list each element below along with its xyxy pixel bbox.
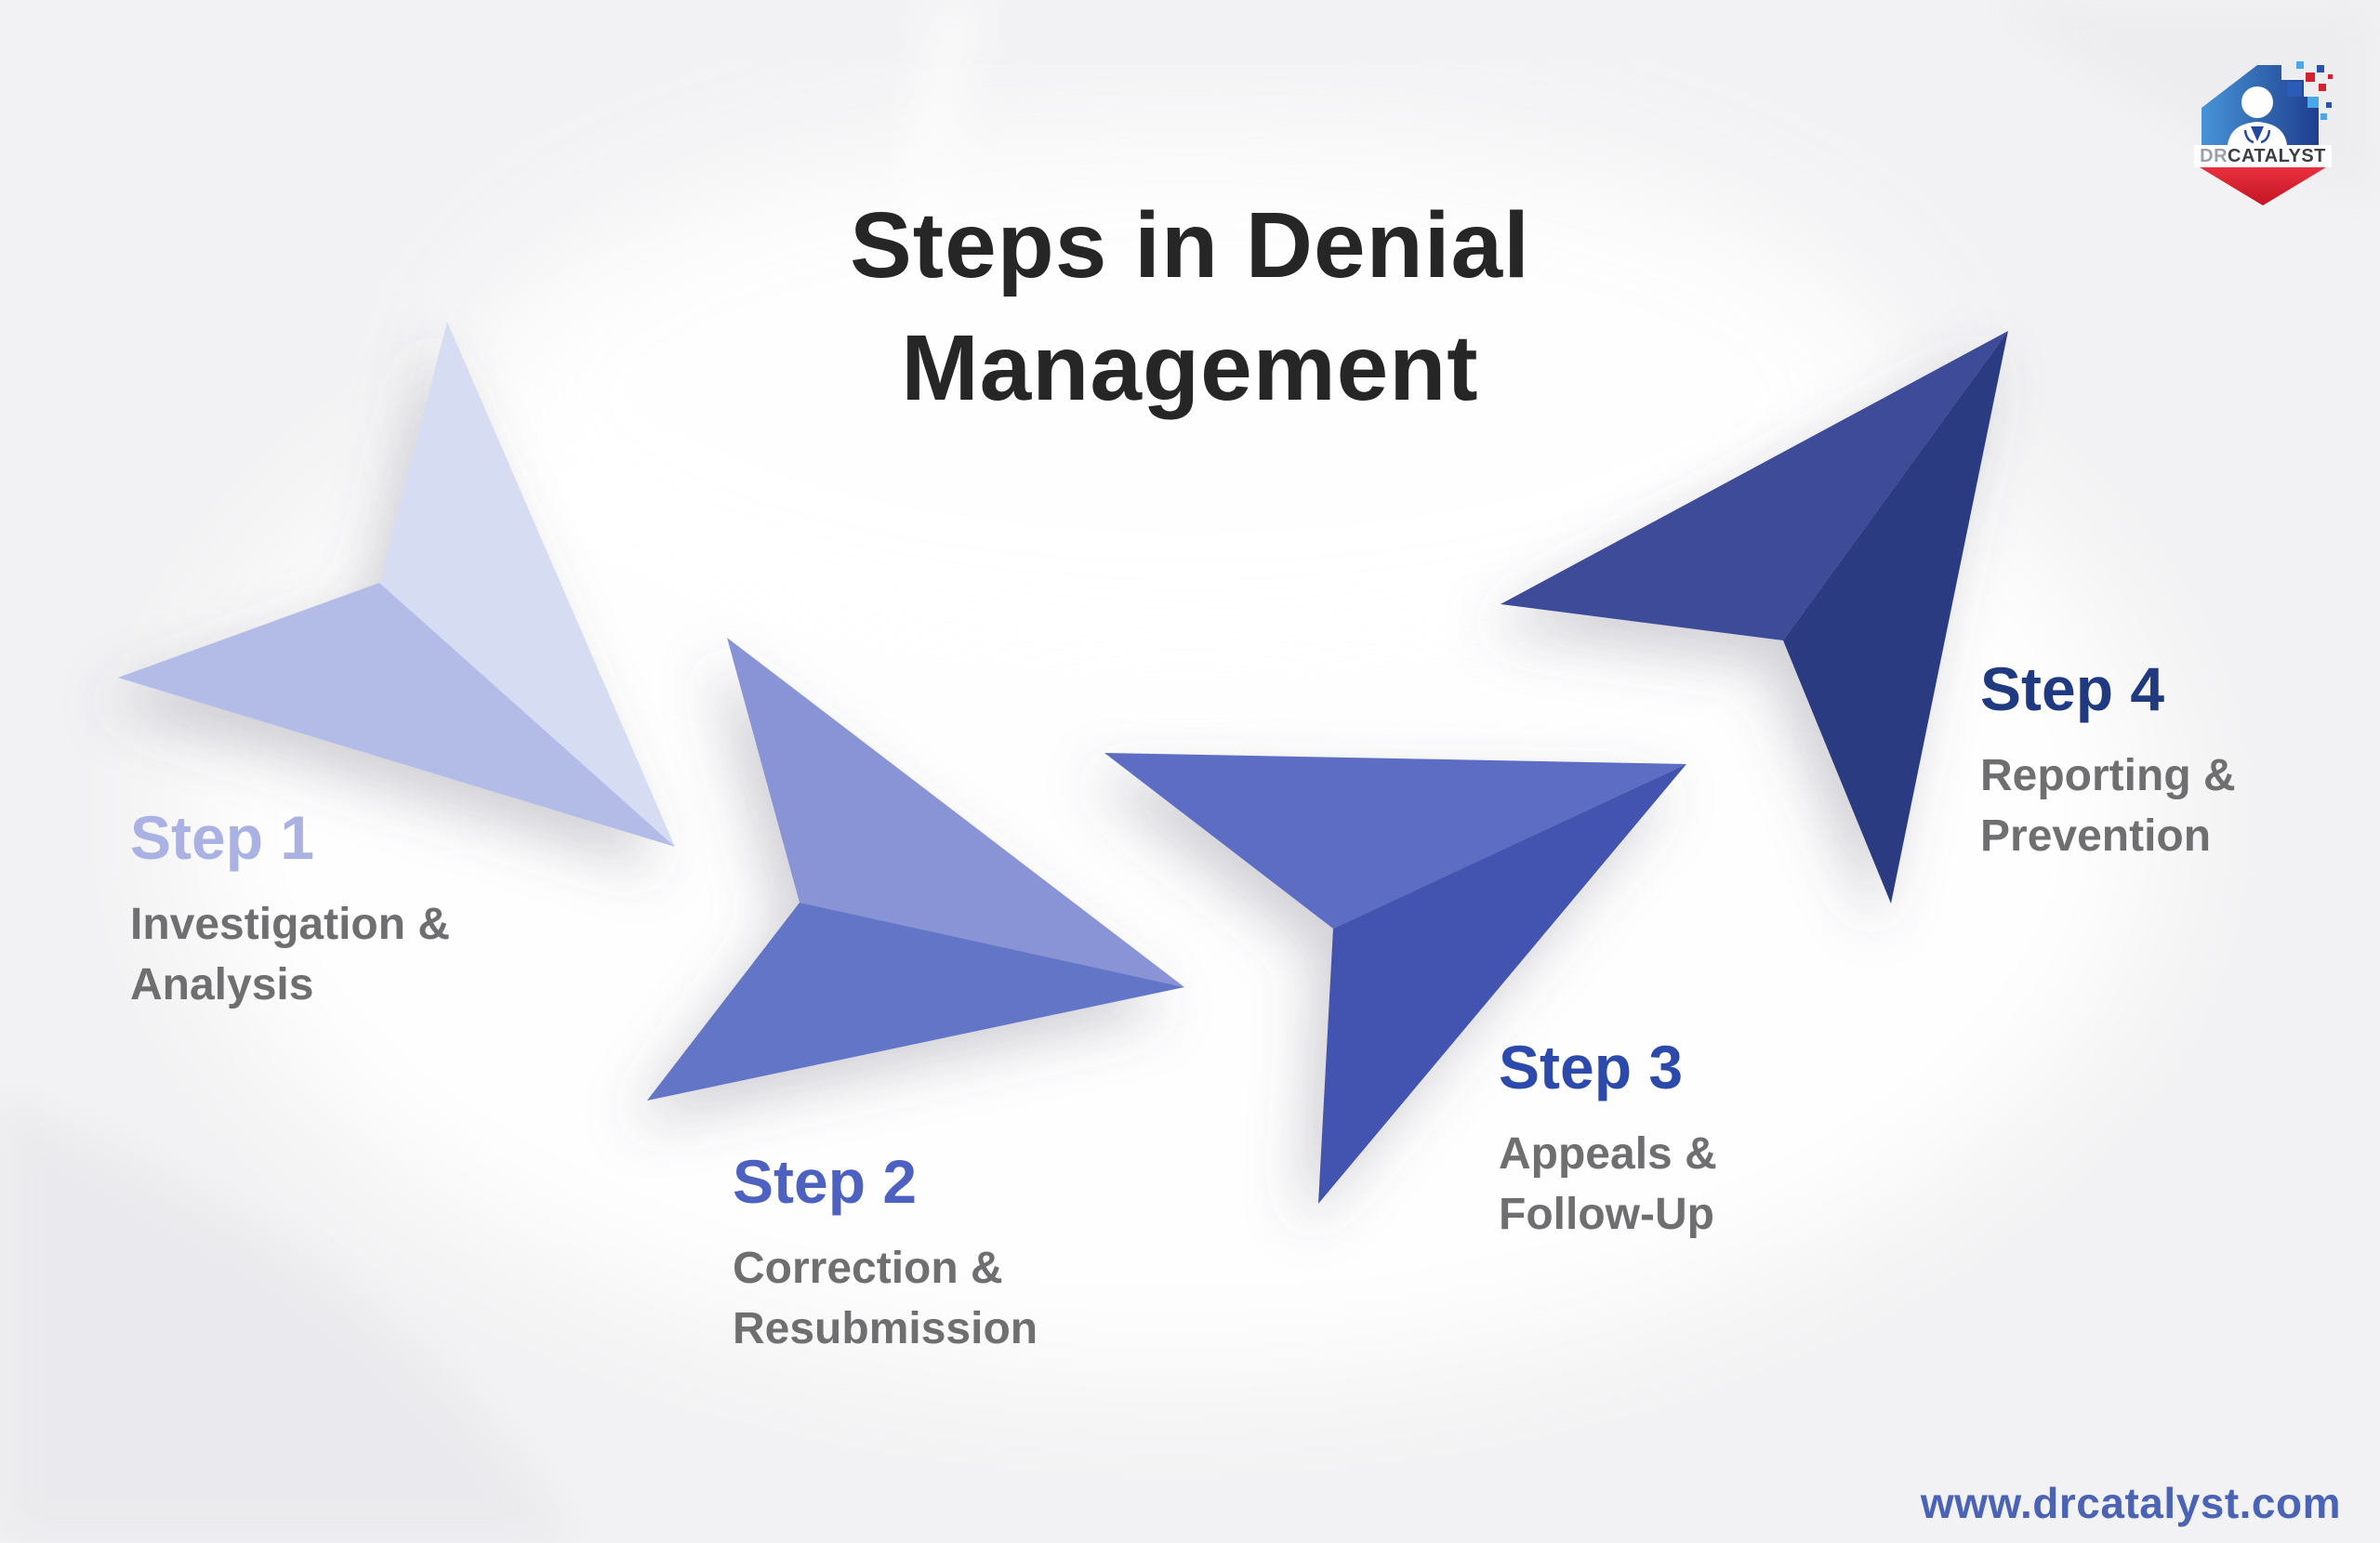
step1-block: Step 1 Investigation & Analysis (130, 807, 450, 1016)
logo-doctor-icon (2228, 86, 2287, 145)
step4-arrow-lower-facet (1783, 331, 2008, 903)
step1-label: Step 1 (130, 803, 315, 872)
step4-description-line1: Reporting & (1980, 751, 2236, 800)
logo-badge: DRCATALYST (2194, 61, 2333, 205)
step2-arrow-lower-facet (647, 903, 1184, 1101)
website-link: www.drcatalyst.com (1920, 1479, 2341, 1527)
step2-description-line2: Resubmission (733, 1304, 1038, 1354)
step4-arrow (1501, 331, 2008, 903)
step4-arrow-upper-facet (1501, 331, 2008, 640)
step1-description: Investigation & Analysis (130, 894, 450, 1016)
step2-description: Correction & Resubmission (733, 1238, 1038, 1360)
step3-arrow-lower-facet (1318, 764, 1686, 1204)
step3-description-line1: Appeals & (1499, 1129, 1717, 1179)
step1-arrow-lower-facet (118, 583, 675, 847)
step3-description-line2: Follow-Up (1499, 1190, 1714, 1240)
page-title-line1: Steps in Denial (850, 193, 1530, 297)
page-title: Steps in Denial Management (0, 184, 2380, 429)
step3-arrow (1104, 753, 1686, 1204)
step1-arrow (118, 322, 675, 847)
step2-label: Step 2 (733, 1147, 918, 1216)
step2-arrow-upper-facet (727, 638, 1184, 987)
step4-description-line2: Prevention (1980, 811, 2212, 862)
step4-description: Reporting & Prevention (1980, 745, 2236, 867)
drcatalyst-logo: DRCATALYST (2194, 61, 2333, 205)
step1-arrow-upper-facet (379, 322, 675, 847)
step2-description-line1: Correction & (733, 1244, 1003, 1293)
step3-description: Appeals & Follow-Up (1499, 1124, 1717, 1246)
step1-description-line1: Investigation & (130, 900, 451, 949)
step3-block: Step 3 Appeals & Follow-Up (1499, 1036, 1717, 1246)
logo-band (2194, 145, 2332, 167)
step4-label: Step 4 (1980, 654, 2165, 723)
logo-red-chevron (2200, 167, 2326, 205)
step3-arrow-upper-facet (1104, 753, 1686, 929)
step1-description-line2: Analysis (130, 960, 314, 1010)
logo-pixel-squares (2287, 61, 2333, 120)
logo-brand-text: DRCATALYST (2200, 146, 2326, 166)
logo-brand-suffix: CATALYST (2228, 146, 2326, 166)
step4-block: Step 4 Reporting & Prevention (1980, 658, 2236, 867)
step2-arrow (647, 638, 1184, 1101)
page-title-line2: Management (901, 316, 1479, 420)
step3-label: Step 3 (1499, 1033, 1684, 1101)
step2-block: Step 2 Correction & Resubmission (733, 1151, 1038, 1360)
logo-brand-prefix: DR (2200, 146, 2228, 166)
